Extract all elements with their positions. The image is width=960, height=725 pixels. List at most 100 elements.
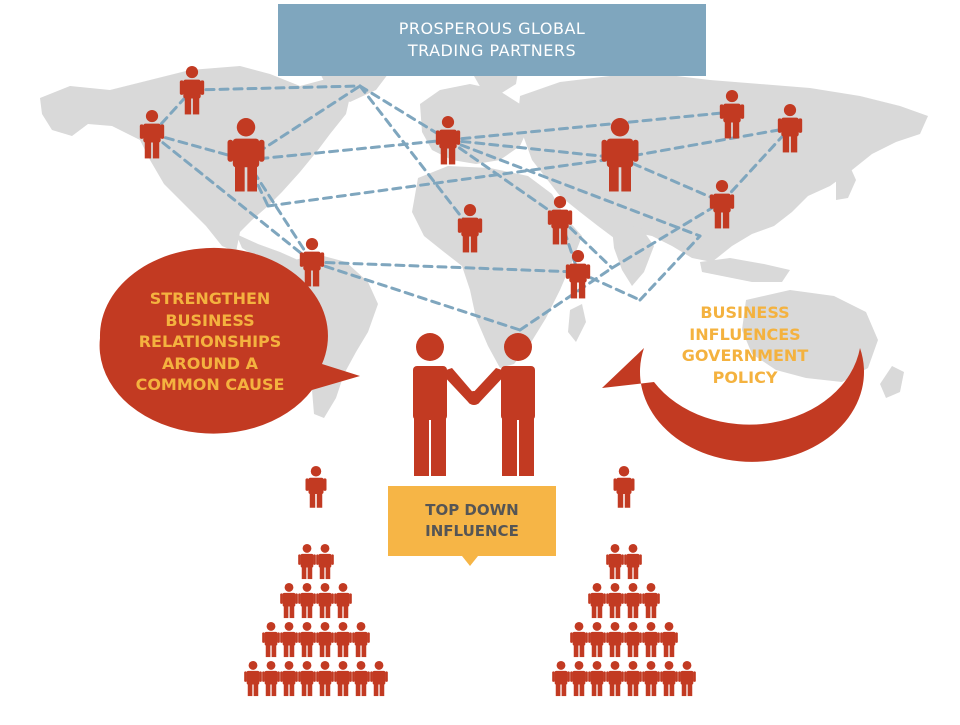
person-icon <box>588 583 606 619</box>
map-india <box>612 226 654 286</box>
map-europe <box>420 84 530 164</box>
person-icon <box>642 622 660 658</box>
person-icon <box>588 661 606 697</box>
trade-link-line <box>150 132 248 162</box>
handshake-icon <box>413 333 535 476</box>
person-icon <box>709 180 735 229</box>
title-box: PROSPEROUS GLOBAL TRADING PARTNERS <box>278 4 706 76</box>
person-icon <box>298 583 316 619</box>
trade-link-line <box>310 260 522 332</box>
trade-link-line <box>244 138 450 162</box>
trade-link-line <box>266 156 622 208</box>
person-icon <box>352 622 370 658</box>
map-central-america <box>236 234 298 272</box>
right-bubble-line: INFLUENCES <box>689 324 801 344</box>
right-bubble-line: POLICY <box>712 367 778 387</box>
trade-link-line <box>576 270 642 302</box>
map-madagascar <box>568 304 586 342</box>
person-icon <box>642 583 660 619</box>
right-bubble-text: BUSINESS INFLUENCES GOVERNMENT POLICY <box>650 302 840 388</box>
trade-link-line <box>310 260 580 274</box>
person-icon <box>719 90 745 139</box>
person-icon <box>334 622 352 658</box>
person-icon <box>316 661 334 697</box>
trade-link-line <box>618 156 724 204</box>
person-icon <box>565 250 591 299</box>
person-icon <box>227 118 265 192</box>
center-box-line-1: TOP DOWN <box>425 501 519 519</box>
person-icon <box>660 661 678 697</box>
person-icon <box>547 196 573 245</box>
person-icon <box>624 622 642 658</box>
person-icon <box>613 466 635 508</box>
people-figures <box>139 66 803 697</box>
person-icon <box>601 118 639 192</box>
trade-link-line <box>190 84 362 92</box>
person-icon <box>298 622 316 658</box>
person-icon <box>606 661 624 697</box>
map-north-america <box>40 66 352 252</box>
person-icon <box>334 583 352 619</box>
person-icon <box>660 622 678 658</box>
right-bubble-line: GOVERNMENT <box>681 346 809 365</box>
person-icon <box>624 544 642 580</box>
person-icon <box>334 661 352 697</box>
person-icon <box>678 661 696 697</box>
trade-link-line <box>358 84 450 142</box>
person-icon <box>642 661 660 697</box>
person-icon <box>316 583 334 619</box>
person-icon <box>139 110 165 159</box>
person-icon <box>370 661 388 697</box>
left-bubble-text: STRENGTHEN BUSINESS RELATIONSHIPS AROUND… <box>110 288 310 396</box>
person-icon <box>624 583 642 619</box>
person-icon <box>179 66 205 115</box>
person-icon <box>316 622 334 658</box>
person-icon <box>298 661 316 697</box>
person-icon <box>606 622 624 658</box>
right-bubble-line: BUSINESS <box>700 303 790 322</box>
speech-bubble-right <box>602 348 864 462</box>
trade-link-line <box>150 132 314 264</box>
person-icon <box>435 116 461 165</box>
title-line-1: PROSPEROUS GLOBAL <box>398 19 586 38</box>
person-icon <box>280 622 298 658</box>
person-icon <box>262 622 280 658</box>
left-bubble-line: BUSINESS <box>165 310 255 330</box>
person-icon <box>316 544 334 580</box>
person-icon <box>457 204 483 253</box>
person-icon <box>606 583 624 619</box>
left-bubble-line: STRENGTHEN <box>149 289 271 308</box>
person-icon <box>352 661 370 697</box>
trade-links <box>150 84 792 332</box>
trade-link-line <box>446 138 702 238</box>
person-icon <box>244 661 262 697</box>
trade-link-line <box>358 84 472 230</box>
map-japan <box>836 162 856 200</box>
trade-link-line <box>518 266 614 332</box>
top-down-influence-box: TOP DOWN INFLUENCE <box>388 486 556 556</box>
trade-link-line <box>244 84 362 162</box>
speech-bubble-left <box>99 247 361 434</box>
person-icon <box>305 466 327 508</box>
person-icon <box>777 104 803 153</box>
person-icon <box>280 661 298 697</box>
trade-link-line <box>720 126 792 204</box>
person-icon <box>280 583 298 619</box>
left-bubble-line: AROUND A <box>162 353 258 373</box>
person-icon <box>570 661 588 697</box>
center-box-line-2: INFLUENCE <box>425 522 519 540</box>
trade-link-line <box>558 216 614 270</box>
trade-link-line <box>610 200 724 270</box>
map-indonesia <box>700 258 790 282</box>
trade-link-line <box>446 138 622 160</box>
speech-bubbles <box>99 247 864 566</box>
person-icon <box>262 661 280 697</box>
person-icon <box>298 544 316 580</box>
person-icon <box>588 622 606 658</box>
center-box-pointer <box>462 556 478 566</box>
trade-link-line <box>446 138 562 220</box>
trade-link-line <box>638 234 702 302</box>
person-icon <box>624 661 642 697</box>
